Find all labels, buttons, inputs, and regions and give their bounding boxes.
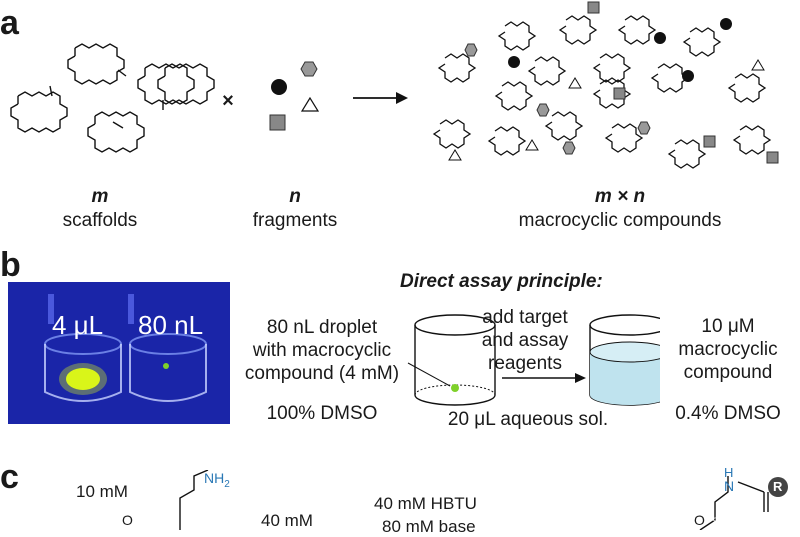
droplet-line-3: compound (4 mM) — [244, 362, 400, 384]
amide-n-label: N — [724, 478, 735, 494]
assay-step-description: add target and assay reagents — [470, 307, 580, 375]
product-label: macrocyclic compounds — [518, 210, 722, 231]
assay-wells — [407, 314, 660, 406]
product-library — [433, 1, 779, 169]
droplet-line-2: with macrocyclic — [252, 339, 392, 361]
carbonyl-o-2: O — [694, 512, 705, 528]
photo-label-4ul: 4 μL — [52, 310, 104, 340]
carbonyl-o-1: O — [122, 512, 133, 528]
photo-wells — [8, 282, 230, 424]
panel-b-letter: b — [0, 246, 21, 284]
product-variable: m × n — [594, 186, 646, 207]
photo-label-80nl: 80 nL — [138, 310, 204, 340]
scaffold-ring-3 — [137, 63, 215, 110]
scaffolds-variable: m — [91, 186, 109, 207]
reaction-arrow — [353, 92, 408, 104]
concentration-2: 40 mM — [261, 511, 313, 530]
dmso-right: 0.4% DMSO — [675, 403, 781, 424]
step-line-2: and assay — [481, 329, 569, 351]
result-line-2: macrocyclic — [678, 338, 778, 360]
scaffold-ring-4 — [87, 111, 145, 153]
scaffold-ring-1 — [67, 43, 127, 85]
fragments-variable: n — [289, 186, 301, 207]
assay-principle-title: Direct assay principle: — [400, 271, 603, 292]
fragment-circle — [271, 79, 287, 95]
scaffold-ring-2 — [10, 85, 68, 133]
aqueous-label: 20 μL aqueous sol. — [447, 409, 609, 430]
result-description: 10 μM macrocyclic compound — [668, 316, 788, 384]
droplet-photo: 4 μL 80 nL — [8, 282, 230, 424]
step-line-3: reagents — [488, 352, 562, 374]
panel-a-letter: a — [0, 4, 19, 42]
droplet-line-1: 80 nL droplet — [266, 317, 378, 338]
watermark: SCIENCE.COM — [712, 516, 796, 528]
fragment-triangle — [300, 96, 320, 112]
scaffolds-label: scaffolds — [62, 210, 138, 231]
base-label: 80 mM base — [382, 517, 476, 536]
fragment-square — [269, 114, 286, 131]
fragment-hexagon — [300, 61, 318, 77]
panel-c-letter: c — [0, 458, 19, 496]
concentration-1: 10 mM — [76, 482, 128, 501]
product-structure — [699, 476, 788, 530]
hbtu-label: 40 mM HBTU — [374, 494, 477, 513]
amide-h-label: H — [724, 465, 734, 480]
result-line-3: compound — [683, 361, 773, 383]
amine-chain — [179, 470, 209, 530]
dmso-left: 100% DMSO — [266, 403, 378, 424]
fragments-label: fragments — [252, 210, 338, 231]
droplet-description: 80 nL droplet with macrocyclic compound … — [232, 317, 412, 385]
panel-a-graphics — [10, 1, 779, 169]
r-group-label: R — [773, 479, 783, 494]
times-sign: × — [222, 90, 234, 112]
nh2-label: NH2 — [204, 470, 230, 490]
step-line-1: add target — [482, 307, 568, 328]
result-line-1: 10 μM — [701, 316, 755, 337]
